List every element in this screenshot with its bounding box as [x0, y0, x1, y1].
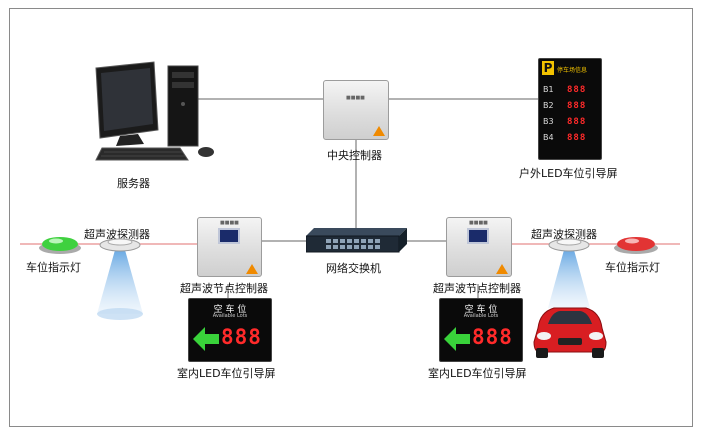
sensor-left-label: 超声波探测器: [84, 228, 150, 241]
computer-icon: [95, 61, 214, 161]
node-controller-right-label: 超声波节点控制器: [433, 282, 521, 295]
outdoor-row-3: B3 888: [543, 117, 587, 127]
indoor-sign-title: 空 车 位: [464, 305, 498, 315]
indoor-led-sign-left: 空 车 位 Available Lots 888: [188, 298, 272, 362]
indoor-sign-subtitle: Available Lots: [212, 313, 248, 319]
indoor-sign-digits: 888: [472, 325, 513, 349]
ultrasonic-sensor-icon: [97, 238, 143, 320]
parking-light-icon: [39, 237, 81, 254]
central-controller: ■■■■: [323, 80, 389, 140]
node-controller-left: ■■■■: [197, 217, 262, 277]
outdoor-row-1: B1 888: [543, 85, 587, 95]
outdoor-sign-header: 停车场信息: [557, 67, 588, 74]
controller-display: [218, 228, 240, 244]
indoor-screen-right-label: 室内LED车位引导屏: [428, 367, 527, 380]
server-label: 服务器: [117, 177, 150, 190]
sensor-right-label: 超声波探测器: [531, 228, 597, 241]
controller-display: [467, 228, 489, 244]
brand-text: ■■■■: [469, 220, 488, 226]
indoor-sign-subtitle: Available Lots: [463, 313, 499, 319]
brand-text: ■■■■: [220, 220, 239, 226]
car-icon: [533, 307, 607, 358]
ultrasonic-sensor-icon: [548, 238, 590, 308]
outdoor-screen-label: 户外LED车位引导屏: [519, 167, 618, 180]
brand-text: ■■■■: [346, 95, 365, 101]
parking-light-icon: [614, 237, 658, 254]
node-controller-right: ■■■■: [446, 217, 512, 277]
arrow-left-icon: [193, 327, 219, 351]
indoor-screen-left-label: 室内LED车位引导屏: [177, 367, 276, 380]
warning-icon: [373, 126, 385, 136]
outdoor-led-sign: P 停车场信息 B1 888 B2 888 B3 888 B4 888: [538, 58, 602, 160]
node-controller-left-label: 超声波节点控制器: [180, 282, 268, 295]
outdoor-row-2: B2 888: [543, 101, 587, 111]
central-controller-label: 中央控制器: [327, 149, 382, 162]
arrow-left-icon: [444, 327, 470, 351]
indoor-sign-title: 空 车 位: [213, 305, 247, 315]
warning-icon: [246, 264, 258, 274]
outdoor-row-4: B4 888: [543, 133, 587, 143]
switch-label: 网络交换机: [326, 262, 381, 275]
indicator-right-label: 车位指示灯: [605, 261, 660, 274]
diagram-frame: [9, 8, 693, 427]
indicator-left-label: 车位指示灯: [26, 261, 81, 274]
switch-icon: [305, 228, 407, 253]
server-node: [92, 60, 222, 165]
warning-icon: [496, 264, 508, 274]
indoor-sign-digits: 888: [221, 325, 262, 349]
parking-logo: P: [542, 61, 554, 75]
network-switch: [305, 228, 407, 254]
indoor-led-sign-right: 空 车 位 Available Lots 888: [439, 298, 523, 362]
